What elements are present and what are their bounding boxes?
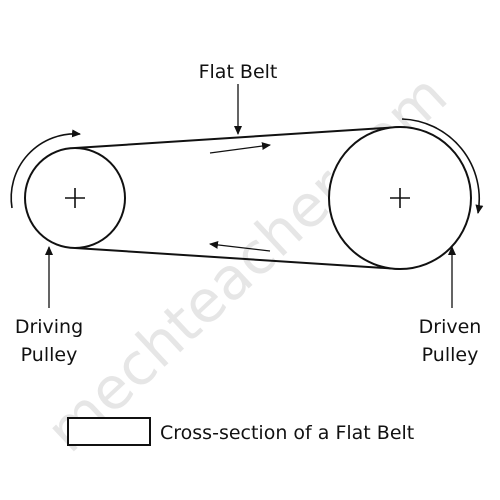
driving-pulley-label-line2: Pulley bbox=[21, 344, 78, 366]
belt-bottom-span bbox=[74, 247, 401, 270]
driven-pulley-label-line2: Pulley bbox=[422, 344, 479, 366]
driven-rotation-arrow bbox=[401, 118, 484, 214]
belt-motion-arrow-top bbox=[209, 142, 271, 154]
driving-pulley-center-mark bbox=[65, 188, 85, 208]
belt-top-span bbox=[74, 126, 401, 149]
flat-belt-label: Flat Belt bbox=[199, 61, 278, 83]
driven-pulley-label-line1: Driven bbox=[419, 316, 482, 338]
belt-motion-arrow-bottom bbox=[209, 240, 271, 252]
driving-rotation-arrow bbox=[10, 129, 81, 209]
driving-pulley-label-line1: Driving bbox=[15, 316, 83, 338]
belt-cross-section bbox=[67, 417, 151, 446]
cross-section-label: Cross-section of a Flat Belt bbox=[160, 422, 414, 444]
driven-pulley-center-mark bbox=[390, 188, 410, 208]
